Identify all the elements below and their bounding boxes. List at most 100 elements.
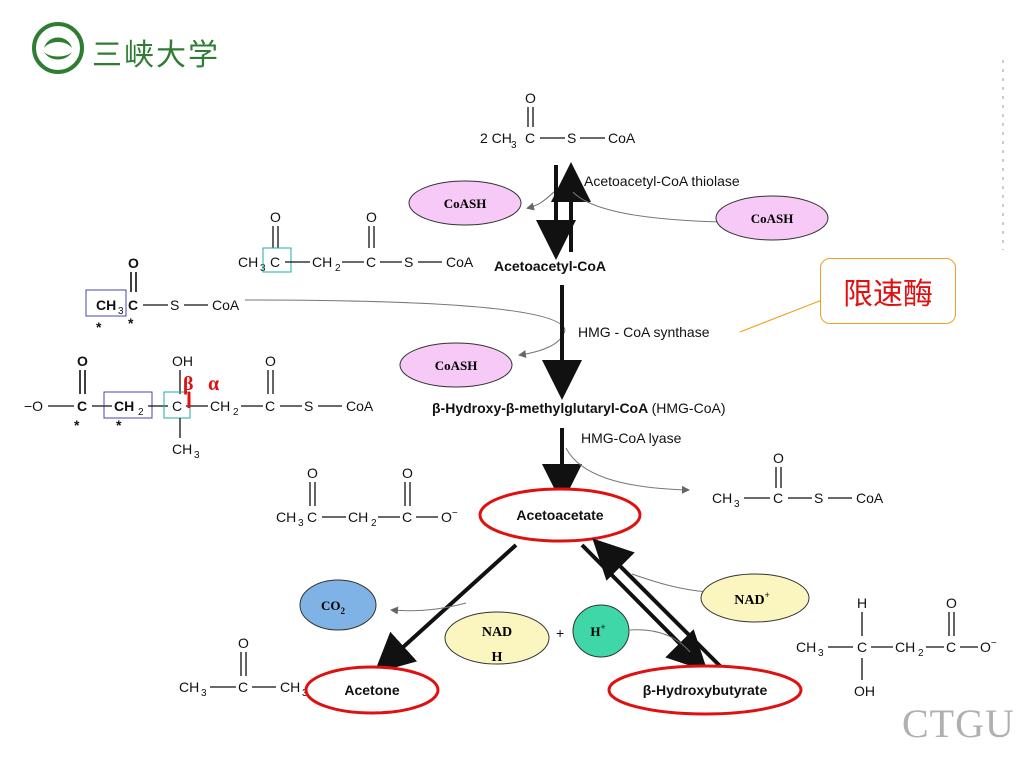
thiolase-label: Acetoacetyl-CoA thiolase bbox=[584, 173, 740, 189]
subscript-3: 3 bbox=[511, 140, 517, 151]
svg-text:S: S bbox=[170, 297, 179, 313]
svg-text:CH: CH bbox=[96, 297, 116, 313]
coash-bubble-2 bbox=[715, 195, 829, 241]
nadh-label-2: H bbox=[492, 650, 503, 665]
svg-text:CH: CH bbox=[179, 679, 199, 695]
svg-text:O: O bbox=[773, 450, 784, 466]
svg-text:CH: CH bbox=[114, 398, 134, 414]
svg-text:3: 3 bbox=[194, 450, 200, 461]
oxidation-arrow bbox=[592, 538, 724, 670]
atom-O: O bbox=[525, 90, 536, 106]
coash-label-1: CoASH bbox=[444, 196, 487, 211]
svg-text:OH: OH bbox=[854, 683, 875, 699]
svg-text:O: O bbox=[238, 635, 249, 651]
plus-sign: + bbox=[556, 625, 564, 641]
acetone-structure: O CH 3 C CH 3 bbox=[179, 635, 308, 699]
svg-text:C: C bbox=[402, 509, 412, 525]
co2-bubble bbox=[299, 579, 377, 631]
coash-input-curve bbox=[572, 191, 723, 223]
svg-text:CH: CH bbox=[276, 509, 296, 525]
svg-text:CH: CH bbox=[238, 254, 258, 270]
svg-text:C: C bbox=[172, 398, 182, 414]
nad-plus-label: NAD+ bbox=[734, 590, 769, 608]
coash-bubble-3 bbox=[399, 342, 513, 388]
svg-text:S: S bbox=[404, 254, 413, 270]
svg-text:O: O bbox=[77, 353, 88, 369]
svg-text:3: 3 bbox=[118, 306, 124, 317]
svg-text:3: 3 bbox=[302, 688, 308, 699]
highlight-box-ch3 bbox=[85, 289, 127, 317]
brand-watermark: CTGU bbox=[902, 701, 1015, 746]
svg-text:C: C bbox=[77, 398, 87, 414]
svg-text:C: C bbox=[265, 398, 275, 414]
svg-text:C: C bbox=[946, 639, 956, 655]
svg-text:C: C bbox=[270, 254, 280, 270]
hydroxybutyrate-label: β-Hydroxybutyrate bbox=[643, 682, 768, 698]
svg-text:*: * bbox=[96, 319, 102, 335]
svg-text:C: C bbox=[307, 509, 317, 525]
two-ch3-label: 2 CH bbox=[480, 130, 512, 146]
hydroxybutyrate-ellipse bbox=[607, 664, 803, 716]
hmg-coa-structure: O OH O −O C CH 2 C CH 2 C S Co bbox=[24, 353, 374, 461]
svg-text:CH: CH bbox=[172, 441, 192, 457]
svg-text:CH: CH bbox=[280, 679, 300, 695]
acetyl-coa-left-structure: O CH 3 C S CoA * * bbox=[85, 255, 240, 335]
svg-text:C: C bbox=[128, 297, 138, 313]
acetone-label: Acetone bbox=[344, 682, 399, 698]
lyase-label: HMG-CoA lyase bbox=[581, 430, 682, 446]
alpha-label: α bbox=[208, 373, 219, 395]
decarboxylation-arrow bbox=[374, 543, 518, 674]
svg-text:−O: −O bbox=[24, 398, 43, 414]
acetoacetyl-coa-label: Acetoacetyl-CoA bbox=[494, 258, 606, 274]
acetoacetate-structure: O O CH 3 C CH 2 C O− bbox=[276, 465, 458, 529]
svg-text:C: C bbox=[366, 254, 376, 270]
acetoacetyl-coa-structure: O O CH 3 C CH 2 C S CoA bbox=[238, 209, 474, 274]
svg-text:3: 3 bbox=[734, 499, 740, 510]
acetoacetate-ellipse bbox=[478, 487, 642, 543]
svg-text:O: O bbox=[366, 209, 377, 225]
svg-text:O−: O− bbox=[980, 638, 997, 655]
svg-text:H: H bbox=[857, 595, 867, 611]
svg-text:C: C bbox=[773, 490, 783, 506]
hydroxybutyrate-structure: H O CH 3 C CH 2 C O− OH bbox=[796, 595, 997, 699]
svg-text:2: 2 bbox=[918, 648, 924, 659]
beta-label: β bbox=[183, 373, 194, 395]
svg-text:2: 2 bbox=[371, 518, 377, 529]
synthase-label: HMG - CoA synthase bbox=[578, 324, 710, 340]
svg-text:3: 3 bbox=[201, 688, 207, 699]
nadh-bubble bbox=[444, 611, 550, 665]
svg-text:CoA: CoA bbox=[212, 297, 240, 313]
svg-text:O: O bbox=[946, 595, 957, 611]
svg-text:CH: CH bbox=[895, 639, 915, 655]
highlight-box-ch2 bbox=[103, 391, 153, 419]
svg-text:2: 2 bbox=[233, 407, 239, 418]
svg-text:*: * bbox=[74, 417, 80, 433]
coash-label-3: CoASH bbox=[435, 358, 478, 373]
highlight-box-c bbox=[262, 247, 292, 273]
nadh-input-curve bbox=[629, 629, 691, 653]
coash-bubble-1 bbox=[408, 180, 522, 226]
svg-text:CH: CH bbox=[210, 398, 230, 414]
acetyl-coa-product-structure: O CH 3 C S CoA bbox=[712, 450, 884, 510]
svg-text:CH: CH bbox=[312, 254, 332, 270]
atom-C: C bbox=[525, 130, 535, 146]
university-name: 三峡大学 bbox=[92, 38, 220, 73]
svg-text:S: S bbox=[814, 490, 823, 506]
svg-text:CH: CH bbox=[712, 490, 732, 506]
svg-text:O: O bbox=[270, 209, 281, 225]
rate-limiting-enzyme-callout: 限速酶 bbox=[820, 258, 956, 324]
svg-text:*: * bbox=[116, 417, 122, 433]
nad-input-curve bbox=[631, 573, 709, 593]
acetyl-coa-input-curve bbox=[244, 299, 566, 359]
acetyl-coa-release-curve bbox=[565, 447, 690, 494]
atom-S: S bbox=[567, 130, 576, 146]
svg-text:CoA: CoA bbox=[346, 398, 374, 414]
acetoacetate-label: Acetoacetate bbox=[516, 507, 603, 523]
svg-text:O: O bbox=[402, 465, 413, 481]
coash-release-arrow bbox=[526, 191, 555, 211]
coash-label-2: CoASH bbox=[751, 211, 794, 226]
svg-text:CH: CH bbox=[348, 509, 368, 525]
nad-plus-bubble bbox=[700, 573, 810, 623]
